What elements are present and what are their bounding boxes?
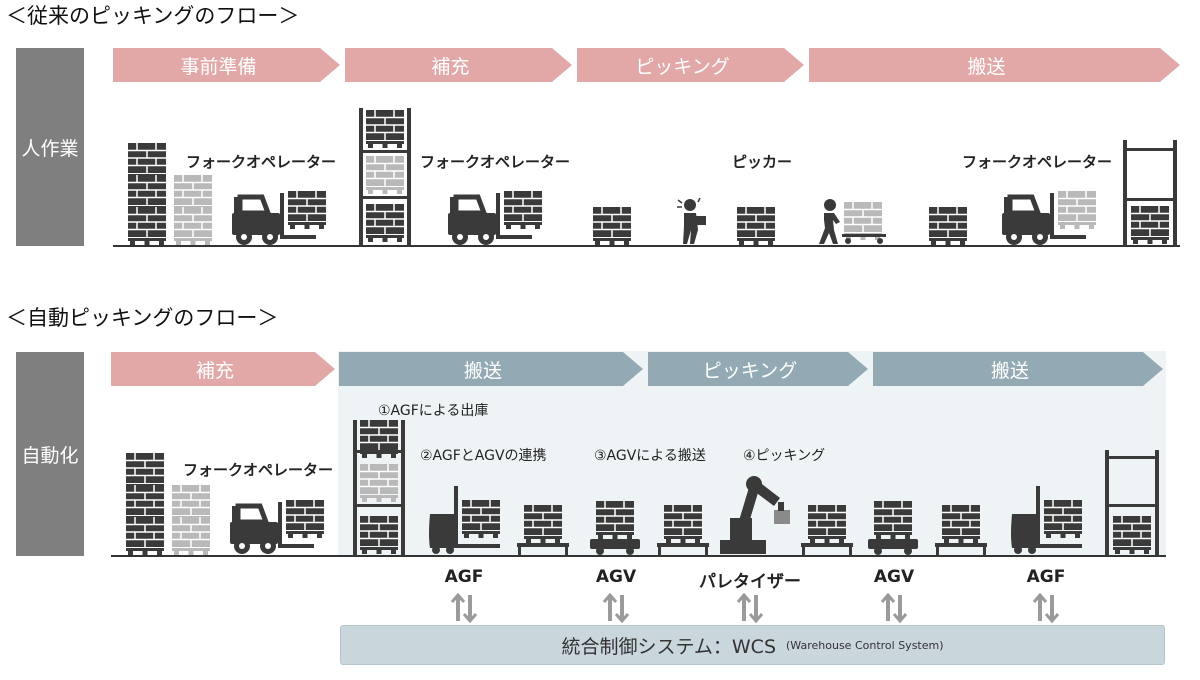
substep-agv-transport: ③AGVによる搬送 (594, 448, 706, 464)
step-arrow-transport: 搬送 (809, 48, 1180, 82)
conveyor-icon (657, 505, 709, 556)
cart-person-icon (819, 199, 886, 244)
rack-icon (359, 108, 411, 246)
pallet-icon (928, 207, 968, 246)
conveyor-icon (935, 505, 987, 556)
step-arrow-picking: ピッキング (577, 48, 804, 82)
exchange-arrows-icon (1032, 593, 1060, 623)
substep-picking: ④ピッキング (743, 448, 826, 464)
role-label-fork-operator: フォークオペレーター (186, 153, 337, 171)
robot-arm-icon (720, 476, 790, 554)
rack-icon (353, 420, 405, 556)
automated-flow-title: ＜自動ピッキングのフロー＞ (6, 306, 279, 330)
agv-icon (590, 501, 640, 555)
pallet-icon (736, 207, 776, 246)
side-label-manual: 人作業 (16, 48, 84, 246)
role-label-fork-operator: フォークオペレーター (962, 153, 1113, 171)
equipment-label-agv: AGV (873, 567, 915, 587)
role-label-picker: ピッカー (732, 153, 793, 171)
wcs-title: 統合制御システム：WCS (561, 635, 777, 658)
side-label-automated: 自動化 (16, 352, 84, 556)
conveyor-icon (517, 505, 569, 556)
forklift-icon (232, 191, 327, 246)
step-arrow-replenish: 補充 (345, 48, 572, 82)
step-arrow-transport: 搬送 (339, 352, 643, 386)
agf-icon (1011, 486, 1083, 554)
forklift-icon (1002, 191, 1097, 246)
equipment-label-agv: AGV (595, 567, 637, 587)
rack-icon (1105, 450, 1159, 556)
step-arrow-replenish: 補充 (111, 352, 335, 386)
wcs-bar: 統合制御システム：WCS (Warehouse Control System) (340, 625, 1165, 665)
substep-agf-retrieval: ①AGFによる出庫 (378, 403, 489, 419)
wcs-subtitle: (Warehouse Control System) (786, 638, 944, 652)
pallet-stack-icon (127, 142, 213, 245)
floor-line (111, 555, 1166, 557)
forklift-icon (448, 191, 543, 246)
exchange-arrows-icon (880, 593, 908, 623)
role-label-fork-operator: フォークオペレーター (420, 153, 571, 171)
forklift-icon (230, 500, 325, 555)
pallet-stack-icon (125, 452, 211, 555)
equipment-label-palletizer: パレタイザー (699, 572, 801, 592)
picker-person-icon (677, 197, 706, 244)
role-label-fork-operator: フォークオペレーター (183, 461, 334, 479)
exchange-arrows-icon (450, 593, 478, 623)
equipment-label-agf: AGF (444, 567, 484, 587)
exchange-arrows-icon (736, 593, 764, 623)
exchange-arrows-icon (602, 593, 630, 623)
substep-agf-agv-link: ②AGFとAGVの連携 (420, 448, 547, 464)
agf-icon (429, 486, 501, 554)
agv-icon (868, 501, 918, 555)
step-arrow-picking: ピッキング (648, 352, 868, 386)
conveyor-icon (801, 505, 853, 556)
pallet-icon (592, 207, 632, 246)
equipment-label-agf: AGF (1026, 567, 1066, 587)
floor-line (113, 245, 1180, 247)
conventional-flow-title: ＜従来のピッキングのフロー＞ (6, 4, 300, 28)
step-arrow-transport: 搬送 (873, 352, 1163, 386)
rack-icon (1123, 140, 1177, 246)
step-arrow-preparation: 事前準備 (113, 48, 340, 82)
